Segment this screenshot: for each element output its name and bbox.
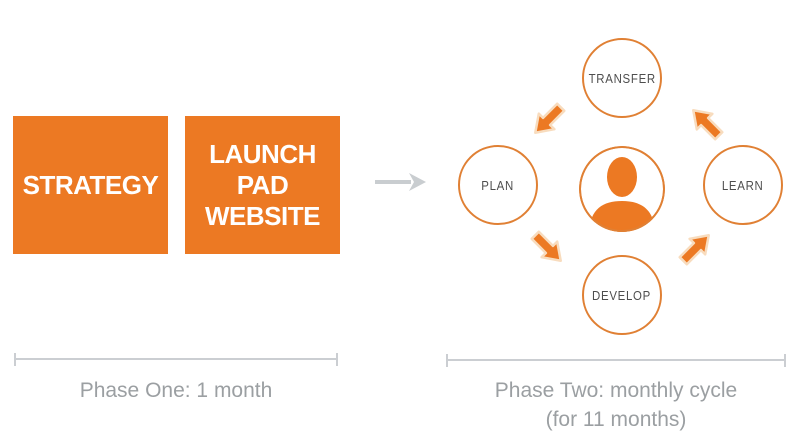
strategy-box-label: STRATEGY xyxy=(22,169,159,200)
phase-one-caption: Phase One: 1 month xyxy=(79,379,273,402)
cycle-node-plan-label: PLAN xyxy=(481,177,515,193)
cycle-node-plan: PLAN xyxy=(458,145,538,225)
cycle-arrow-develop-to-learn-icon xyxy=(674,226,718,270)
cycle-arrow-plan-to-develop-icon xyxy=(526,226,570,270)
phase-one-measure-line xyxy=(14,353,338,366)
person-icon xyxy=(579,146,665,232)
cycle-node-learn: LEARN xyxy=(703,145,783,225)
phase-two-caption-line1: Phase Two: monthly cycle xyxy=(494,379,738,402)
launch-pad-website-box-label: LAUNCH PAD WEBSITE xyxy=(205,138,320,231)
strategy-box: STRATEGY xyxy=(13,116,168,254)
phase-transition-arrow-icon xyxy=(375,173,426,191)
phase-two-caption-line2: (for 11 months) xyxy=(545,408,687,431)
cycle-node-develop: DEVELOP xyxy=(582,255,662,335)
launch-pad-website-box: LAUNCH PAD WEBSITE xyxy=(185,116,340,254)
cycle-node-transfer: TRANSFER xyxy=(582,38,662,118)
cycle-node-transfer-label: TRANSFER xyxy=(588,70,656,86)
phase-two-measure-line xyxy=(446,354,786,367)
phase-two-caption: Phase Two: monthly cycle (for 11 months) xyxy=(447,376,785,434)
cycle-arrow-transfer-to-plan-icon xyxy=(526,98,570,142)
cycle-arrow-learn-to-transfer-icon xyxy=(684,101,728,145)
cycle-node-develop-label: DEVELOP xyxy=(592,287,652,303)
cycle-node-learn-label: LEARN xyxy=(722,177,764,193)
cycle-center-circle xyxy=(579,146,665,232)
